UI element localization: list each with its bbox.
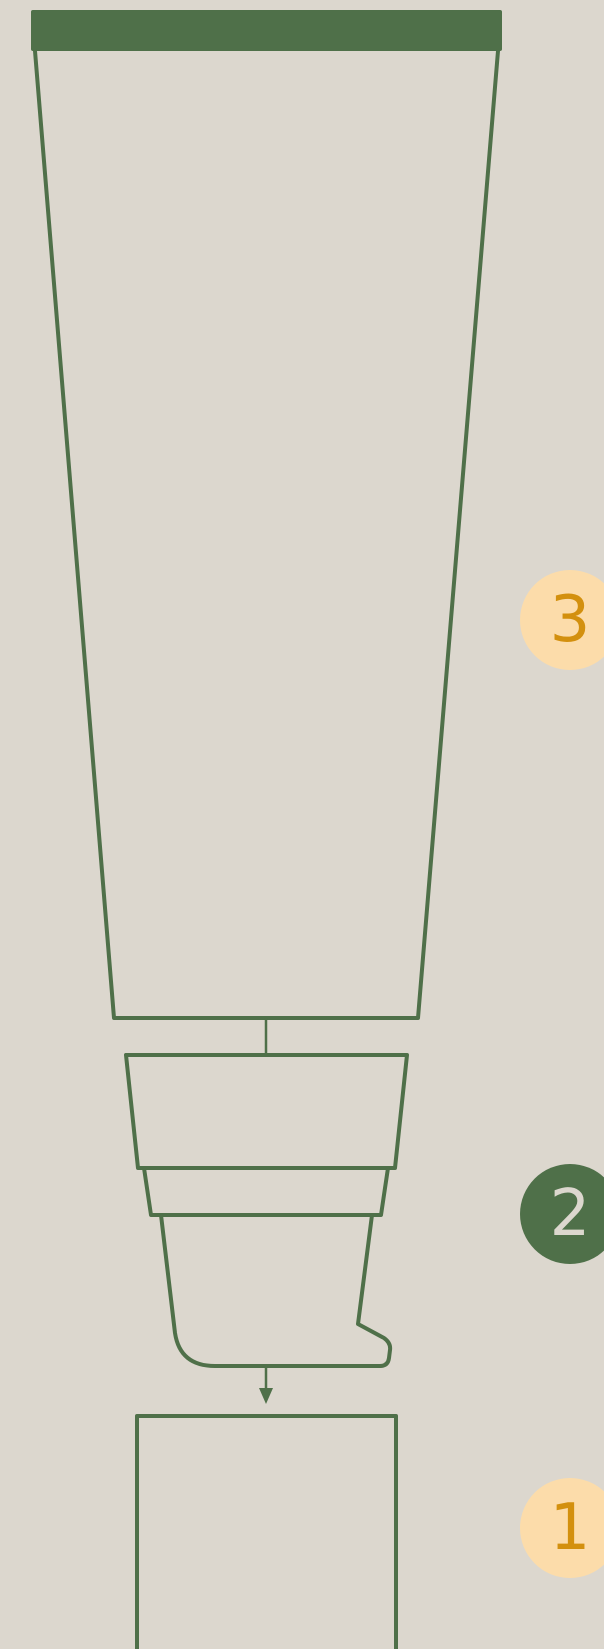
funnel-ring [144, 1168, 388, 1215]
step-badge-3: 3 [520, 570, 604, 670]
receiving-container [137, 1416, 396, 1649]
funnel-upper-section [126, 1055, 407, 1168]
tapered-vessel [35, 51, 498, 1018]
step-badge-3-label: 3 [550, 583, 591, 657]
funnel-spout [161, 1215, 390, 1366]
step-badge-1-label: 1 [550, 1491, 591, 1565]
vessel-cap [31, 10, 502, 51]
flow-arrow-head-icon [259, 1388, 273, 1404]
step-badge-2-label: 2 [550, 1177, 591, 1251]
step-badge-2: 2 [520, 1164, 604, 1264]
step-badge-1: 1 [520, 1478, 604, 1578]
